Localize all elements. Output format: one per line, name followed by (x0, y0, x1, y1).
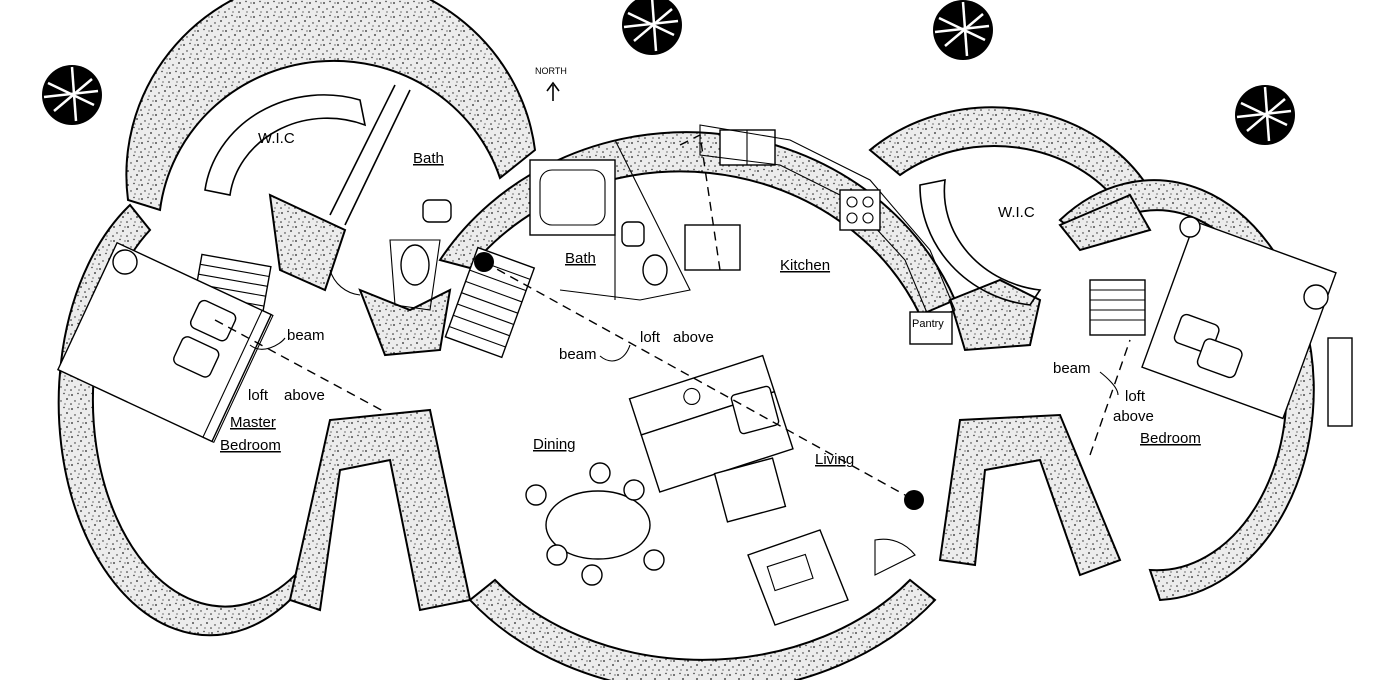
wall-wedge-mid-left (288, 408, 472, 612)
toilet-icon (621, 221, 645, 247)
beam-note-right: beam (1053, 360, 1091, 377)
beam-line (214, 319, 386, 413)
dining-label: Dining (533, 436, 576, 453)
wic-label: W.I.C (998, 204, 1035, 221)
wall-wedge-mid-right (938, 413, 1122, 577)
chair (730, 385, 780, 435)
post-icon (904, 490, 924, 510)
kitchen-label: Kitchen (780, 257, 830, 274)
central-stairs (444, 246, 536, 359)
wall-wedge-left (268, 193, 347, 292)
tree-icon (42, 65, 102, 125)
master-label-2: Bedroom (220, 437, 281, 454)
wall-wedge-bath (358, 288, 452, 357)
master-wic-label: W.I.C (258, 130, 295, 147)
master-label-1: Master (230, 414, 276, 431)
dining-table (525, 462, 665, 586)
pantry-label: Pantry (912, 318, 944, 330)
master-wic-shelf (204, 94, 367, 196)
loft-note-right-1: loft (1125, 388, 1146, 405)
living-label: Living (815, 451, 854, 468)
bathtub-icon (529, 159, 616, 236)
right-wic-shelf (919, 178, 1042, 306)
toilet-icon (422, 199, 452, 223)
beam-line (1089, 339, 1131, 456)
beam-note-left: beam (287, 327, 325, 344)
master-bath-label: Bath (413, 150, 444, 167)
fireplace-icon (747, 529, 849, 626)
right-bed (1141, 220, 1337, 420)
loft-note-right-2: above (1113, 408, 1154, 425)
tree-icon (1235, 85, 1295, 145)
loft-note-left-1: loft (248, 387, 269, 404)
wall-wedge-right-wic (1058, 193, 1152, 252)
north-label: NORTH (535, 66, 567, 76)
wall-wedge-right (948, 278, 1042, 352)
bath-label: Bath (565, 250, 596, 267)
right-stairs (1089, 279, 1146, 336)
tree-icon (622, 0, 682, 55)
stove-icon (839, 189, 881, 231)
north-arrow-icon (546, 81, 560, 101)
tree-icon (933, 0, 993, 60)
loft-note-left-2: above (284, 387, 325, 404)
loft-note-center-1: loft (640, 329, 661, 346)
wall-central-south (468, 578, 937, 680)
beam-line (483, 261, 915, 501)
pantry-box (909, 311, 953, 345)
sink-icon (400, 244, 430, 286)
wall-master-wic (125, 0, 537, 212)
bedroom-label: Bedroom (1140, 430, 1201, 447)
loft-note-center-2: above (673, 329, 714, 346)
sink-icon (642, 254, 668, 286)
coffee-table (713, 457, 787, 523)
beam-note-center: beam (559, 346, 597, 363)
